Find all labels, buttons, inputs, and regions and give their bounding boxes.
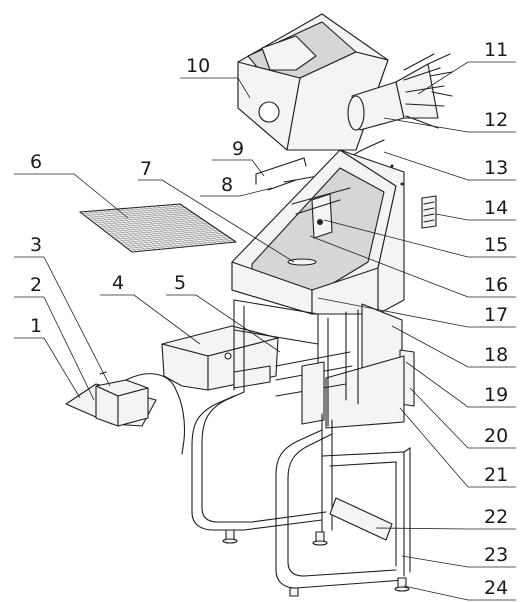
part-cabinet bbox=[231, 149, 405, 315]
callout-labels: 10 9 8 7 6 3 2 1 4 5 11 12 13 14 15 16 1… bbox=[30, 39, 508, 599]
mesh-line bbox=[152, 206, 208, 245]
part-vent-grille bbox=[421, 195, 437, 229]
callout-24: 24 bbox=[484, 577, 508, 599]
callout-5: 5 bbox=[174, 272, 186, 294]
callout-17: 17 bbox=[484, 304, 508, 326]
callout-6: 6 bbox=[30, 151, 42, 173]
mesh-line bbox=[117, 231, 221, 242]
mesh-line bbox=[122, 234, 226, 245]
callout-23: 23 bbox=[484, 544, 508, 566]
callout-7: 7 bbox=[140, 158, 152, 180]
part-tray bbox=[161, 325, 279, 391]
mesh-line bbox=[110, 226, 214, 236]
part-inner-frame bbox=[233, 299, 359, 427]
callout-11: 11 bbox=[484, 39, 508, 61]
mesh-line bbox=[157, 205, 213, 245]
callout-1: 1 bbox=[30, 315, 42, 337]
callout-leaders bbox=[14, 61, 516, 601]
callout-12: 12 bbox=[484, 109, 508, 131]
part-exhaust-fan bbox=[347, 53, 453, 131]
callout-15: 15 bbox=[484, 234, 508, 256]
mesh-line bbox=[108, 224, 211, 234]
mesh-line bbox=[143, 206, 199, 246]
mesh-line bbox=[148, 206, 204, 246]
mesh-line bbox=[129, 240, 234, 251]
mesh-line bbox=[113, 228, 216, 238]
callout-10: 10 bbox=[186, 55, 210, 77]
part-hood bbox=[237, 13, 389, 151]
part-stand bbox=[191, 391, 411, 597]
mesh-line bbox=[105, 222, 209, 233]
mesh-line bbox=[127, 238, 231, 249]
part-pump-assembly bbox=[65, 371, 186, 455]
mesh-line bbox=[124, 236, 229, 247]
callout-22: 22 bbox=[484, 506, 508, 528]
callout-21: 21 bbox=[484, 464, 508, 486]
callout-18: 18 bbox=[484, 344, 508, 366]
callout-19: 19 bbox=[484, 384, 508, 406]
callout-14: 14 bbox=[484, 197, 508, 219]
mesh-line bbox=[120, 233, 224, 244]
mesh-line bbox=[115, 229, 219, 240]
callout-2: 2 bbox=[30, 274, 42, 296]
callout-16: 16 bbox=[484, 274, 508, 296]
mesh-line bbox=[166, 204, 222, 244]
callout-9: 9 bbox=[232, 138, 244, 160]
part-mesh-screen bbox=[79, 203, 237, 253]
mesh-line bbox=[161, 205, 218, 244]
mesh-line bbox=[175, 204, 232, 243]
callout-4: 4 bbox=[112, 272, 124, 294]
mesh-line bbox=[138, 207, 194, 247]
callout-13: 13 bbox=[484, 157, 508, 179]
callout-3: 3 bbox=[30, 234, 42, 256]
callout-8: 8 bbox=[221, 174, 233, 196]
mesh-line bbox=[134, 207, 189, 247]
callout-20: 20 bbox=[484, 425, 508, 447]
mesh-line bbox=[170, 204, 227, 244]
